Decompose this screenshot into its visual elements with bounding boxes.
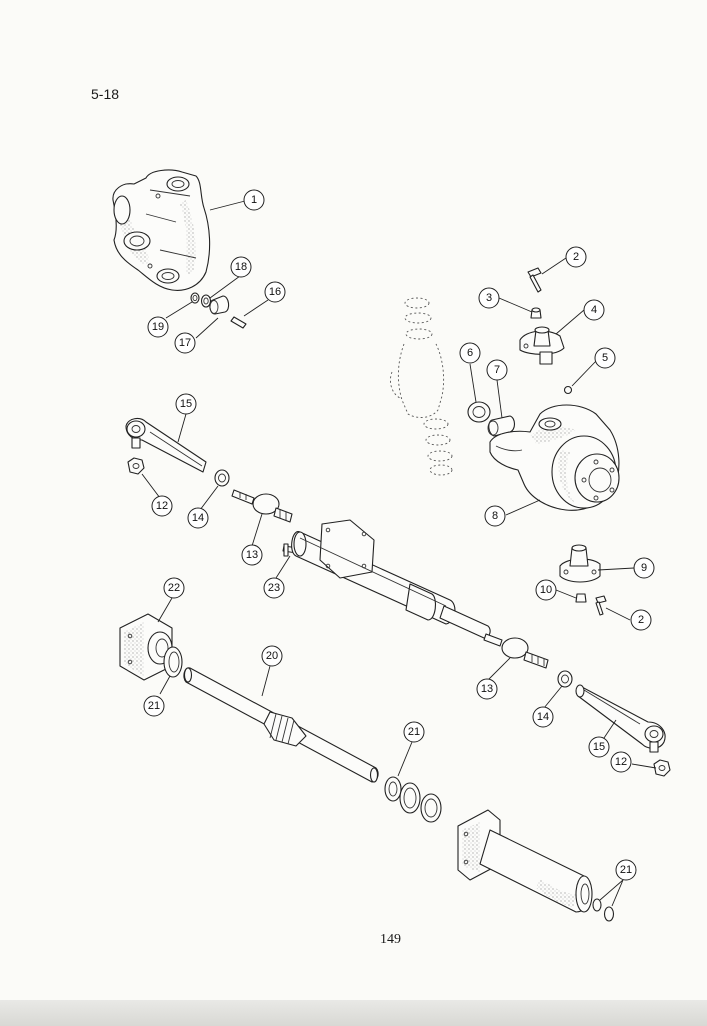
callout-1: 1	[243, 189, 265, 211]
page-number: 149	[380, 932, 401, 947]
axle-housing-casting	[112, 169, 211, 291]
callout-21-left: 21	[143, 695, 165, 717]
tie-rod-end-15-right	[575, 684, 666, 753]
svg-text:10: 10	[540, 584, 552, 596]
svg-text:23: 23	[268, 582, 280, 594]
svg-text:18: 18	[235, 261, 247, 273]
callout-23: 23	[263, 577, 285, 599]
svg-text:7: 7	[494, 364, 500, 376]
svg-text:13: 13	[481, 683, 493, 695]
svg-text:15: 15	[180, 398, 192, 410]
tie-rod-end-15-left	[125, 417, 207, 473]
phantom-kingpin-outline	[389, 297, 453, 476]
callout-19: 19	[147, 316, 169, 338]
seal-21-left	[163, 646, 183, 678]
callout-2-lower: 2	[630, 609, 652, 631]
callout-14-right: 14	[532, 706, 554, 728]
clamp-14-left	[214, 469, 230, 487]
svg-text:17: 17	[179, 337, 191, 349]
svg-text:9: 9	[641, 562, 647, 574]
svg-text:14: 14	[537, 711, 549, 723]
callout-3: 3	[478, 287, 500, 309]
callout-12-left: 12	[151, 495, 173, 517]
svg-text:15: 15	[593, 741, 605, 753]
callout-14-left: 14	[187, 507, 209, 529]
bolt-2-lower	[595, 595, 607, 616]
svg-text:1: 1	[251, 194, 257, 206]
seal-21-bottom-b	[603, 906, 615, 922]
svg-text:21: 21	[620, 864, 632, 876]
callout-6: 6	[459, 342, 481, 364]
callout-10: 10	[535, 579, 557, 601]
steering-cylinder-barrel	[291, 519, 491, 639]
seal-21-middle-a	[384, 776, 402, 802]
end-cap-22	[119, 613, 173, 681]
kingpin-cap-4	[519, 326, 565, 365]
callout-5: 5	[594, 347, 616, 369]
nut-12-left	[127, 457, 145, 475]
svg-text:20: 20	[266, 650, 278, 662]
seal-21-middle-c	[420, 793, 442, 823]
grease-fitting-10	[575, 593, 587, 603]
svg-text:13: 13	[246, 549, 258, 561]
svg-text:12: 12	[615, 756, 627, 768]
callout-18: 18	[230, 256, 252, 278]
cylinder-tube	[457, 809, 593, 913]
grease-fitting-3	[530, 307, 542, 319]
ball-joint-13-right	[483, 633, 549, 669]
bushing-17	[209, 295, 230, 315]
leader-lines	[141, 200, 657, 907]
ball-joint-13-left	[231, 489, 293, 523]
callout-8: 8	[484, 505, 506, 527]
seal-ring-19	[190, 292, 200, 304]
bearing-6	[467, 401, 491, 423]
callout-12-right: 12	[610, 751, 632, 773]
piston-rod-20	[183, 667, 379, 783]
callout-17: 17	[174, 332, 196, 354]
svg-text:2: 2	[573, 251, 579, 263]
svg-text:21: 21	[408, 726, 420, 738]
svg-text:5: 5	[602, 352, 608, 364]
scan-edge	[0, 1000, 707, 1026]
steering-knuckle-8	[489, 404, 620, 511]
svg-text:4: 4	[591, 304, 597, 316]
callout-16: 16	[264, 281, 286, 303]
pin-16	[230, 316, 247, 329]
callout-13-right: 13	[476, 678, 498, 700]
callout-2-upper: 2	[565, 246, 587, 268]
nut-12-right	[653, 759, 671, 777]
callout-4: 4	[583, 299, 605, 321]
svg-text:16: 16	[269, 286, 281, 298]
callout-15-left: 15	[175, 393, 197, 415]
callout-13-left: 13	[241, 544, 263, 566]
callout-21-bottom: 21	[615, 859, 637, 881]
svg-text:6: 6	[467, 347, 473, 359]
callout-9: 9	[633, 557, 655, 579]
seal-21-bottom-a	[592, 898, 602, 912]
callout-7: 7	[486, 359, 508, 381]
callout-21-middle: 21	[403, 721, 425, 743]
seal-21-middle-b	[399, 782, 421, 814]
callout-22: 22	[163, 577, 185, 599]
callout-15-right: 15	[588, 736, 610, 758]
svg-text:8: 8	[492, 510, 498, 522]
bolt-2-upper	[527, 267, 542, 293]
kingpin-cap-9	[559, 544, 601, 583]
callout-20: 20	[261, 645, 283, 667]
svg-text:12: 12	[156, 500, 168, 512]
svg-text:14: 14	[192, 512, 204, 524]
svg-text:3: 3	[486, 292, 492, 304]
seal-5	[563, 385, 573, 395]
svg-text:22: 22	[168, 582, 180, 594]
svg-text:2: 2	[638, 614, 644, 626]
section-number: 5-18	[91, 86, 120, 102]
clamp-14-right	[557, 670, 573, 688]
svg-text:19: 19	[152, 321, 164, 333]
svg-text:21: 21	[148, 700, 160, 712]
seal-ring-18	[200, 294, 212, 308]
